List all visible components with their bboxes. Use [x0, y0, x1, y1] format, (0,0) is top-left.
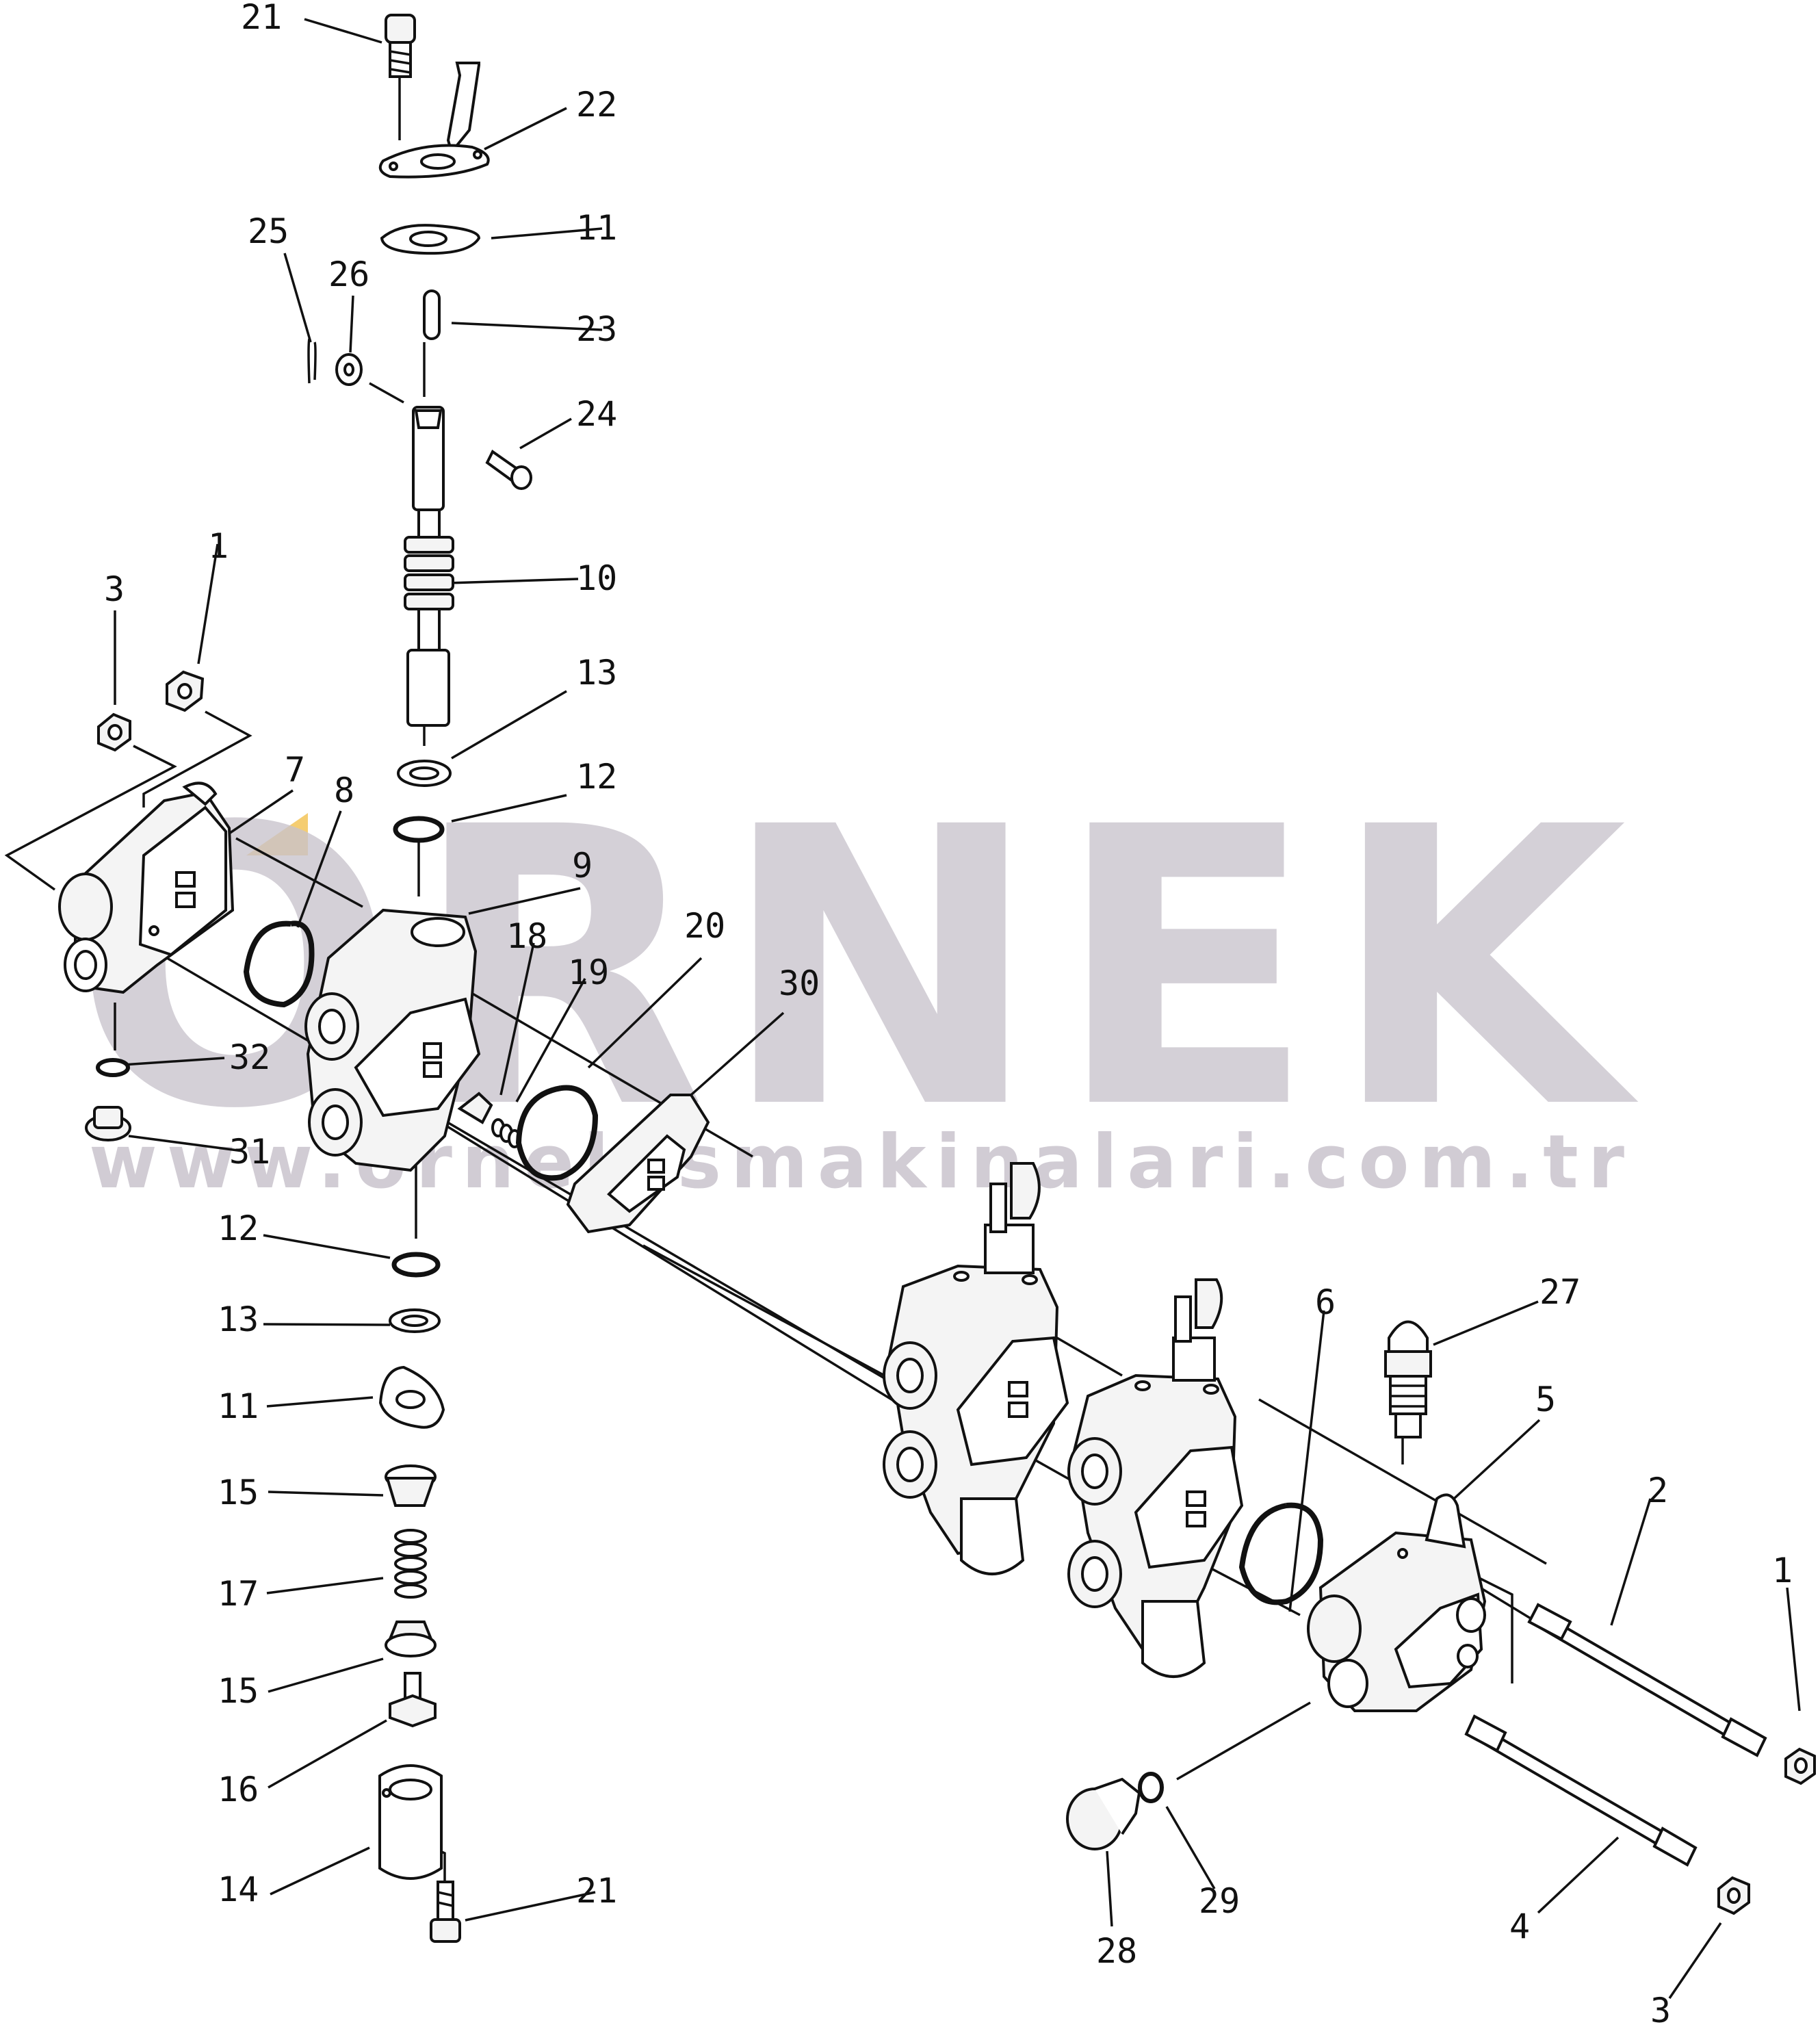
part-1-nut-right [1784, 1747, 1816, 1785]
callout-10: 10 [576, 558, 617, 598]
part-8-seal-ring [243, 920, 315, 1008]
callout-23: 23 [576, 309, 617, 349]
callout-29: 29 [1199, 1881, 1240, 1921]
part-4-tie-bolt [1464, 1714, 1698, 1867]
callout-7: 7 [285, 750, 305, 790]
part-11-bottom-gasket [378, 1365, 445, 1429]
callout-21-bottom: 21 [576, 1871, 617, 1911]
callout-1-right: 1 [1772, 1551, 1793, 1590]
callout-31: 31 [229, 1132, 270, 1172]
part-6-seal-ring [1238, 1502, 1324, 1605]
callout-26: 26 [328, 255, 369, 294]
part-12-o-ring-top [393, 816, 445, 843]
callout-13-top: 13 [576, 653, 617, 693]
part-23-pin [423, 289, 441, 340]
callout-6: 6 [1315, 1282, 1336, 1322]
callout-13-bottom: 13 [218, 1300, 259, 1339]
part-24-clevis-pin [485, 450, 532, 490]
callout-15-top: 15 [218, 1473, 259, 1512]
part-31-plug [85, 1106, 131, 1141]
callout-20: 20 [684, 906, 725, 946]
callout-2: 2 [1648, 1471, 1668, 1510]
callout-30: 30 [779, 964, 820, 1003]
part-13-seal-bottom [389, 1308, 441, 1333]
part-9-valve-section [304, 908, 481, 1172]
part-32-o-ring [96, 1058, 130, 1077]
part-1-nut-top [166, 670, 205, 712]
callout-22: 22 [576, 85, 617, 125]
part-29-o-ring [1138, 1772, 1164, 1803]
part-14-spring-cap [378, 1764, 443, 1880]
callout-1-top: 1 [208, 526, 229, 566]
callout-18: 18 [506, 916, 547, 956]
callout-32: 32 [229, 1037, 270, 1077]
part-22-lever-bracket [378, 62, 490, 179]
callout-11-top: 11 [576, 208, 617, 248]
part-2-tie-bolt [1527, 1603, 1767, 1757]
leader-lines [4, 18, 1801, 1999]
part-3-nut-right [1717, 1876, 1750, 1915]
callout-27: 27 [1539, 1272, 1581, 1312]
callout-8: 8 [334, 771, 354, 810]
callout-9: 9 [572, 846, 593, 886]
part-16-adjust-screw [389, 1672, 437, 1728]
part-27-relief-valve [1384, 1320, 1432, 1438]
part-28-plug [1066, 1777, 1141, 1850]
part-25-cotter-pin [307, 338, 317, 384]
callout-12-bottom: 12 [218, 1209, 259, 1248]
callout-24: 24 [576, 394, 617, 434]
callout-19: 19 [568, 953, 609, 992]
callout-15-bottom: 15 [218, 1671, 259, 1711]
callout-17: 17 [218, 1574, 259, 1614]
part-15-spring-seat-top [385, 1464, 437, 1507]
part-valve-section-middle-2 [1067, 1278, 1244, 1678]
part-17-spring [394, 1529, 427, 1599]
part-valve-section-middle-1 [883, 1162, 1069, 1575]
part-12-o-ring-bottom [391, 1252, 441, 1278]
part-26-washer [335, 353, 363, 386]
part-21-bottom-bolt [430, 1881, 461, 1943]
callout-12-top: 12 [576, 757, 617, 797]
callout-11-bottom: 11 [218, 1386, 259, 1426]
part-7-end-cover [58, 782, 235, 994]
callout-3-right: 3 [1650, 1991, 1671, 2027]
part-10-spool [404, 406, 454, 727]
part-13-seal-top [397, 760, 452, 787]
watermark-accent-mark [246, 813, 308, 855]
callout-4: 4 [1509, 1907, 1530, 1946]
callout-25: 25 [248, 211, 289, 251]
part-15-spring-seat-bottom [385, 1621, 437, 1657]
callout-5: 5 [1535, 1380, 1556, 1419]
part-5-end-cover [1307, 1493, 1487, 1712]
callout-16: 16 [218, 1770, 259, 1809]
callout-28: 28 [1096, 1931, 1137, 1971]
part-11-top-gasket [380, 224, 481, 255]
callout-14: 14 [218, 1870, 259, 1909]
part-21-top-bolt [385, 14, 416, 78]
callout-3-top: 3 [104, 569, 125, 609]
callout-21-top: 21 [241, 0, 282, 37]
part-30-spacer-plate [566, 1094, 710, 1234]
callout-labels: 21 22 11 25 26 23 24 10 1 3 13 12 7 8 9 … [104, 0, 1793, 2027]
part-3-nut-top [97, 712, 131, 752]
part-20-seal-ring [515, 1085, 599, 1181]
part-18-check-poppet [457, 1092, 493, 1124]
